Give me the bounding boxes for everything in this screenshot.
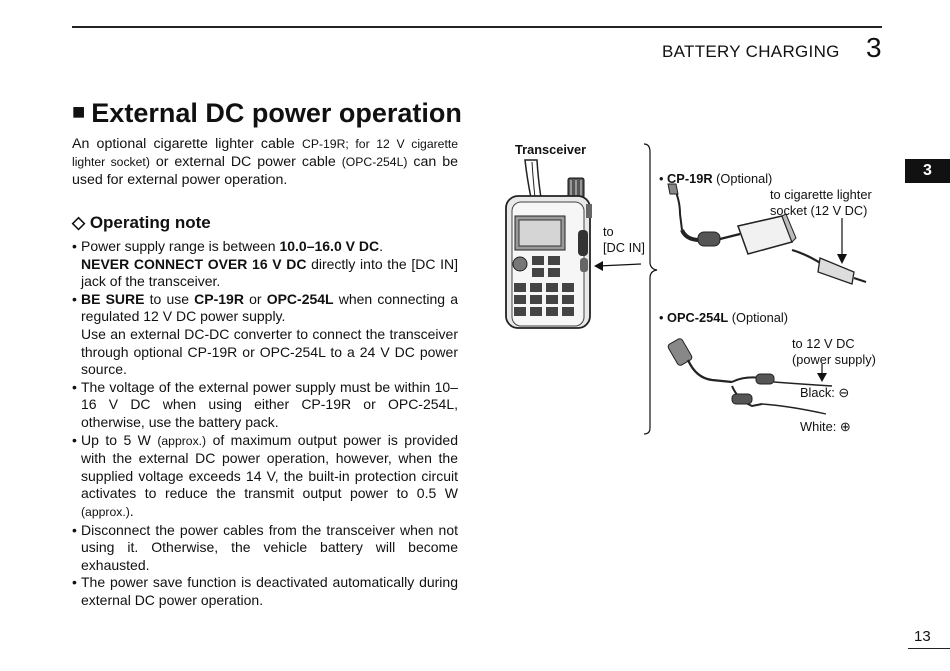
operating-note-heading: ◇ Operating note xyxy=(72,213,211,232)
white-wire-label: White: ⊕ xyxy=(800,419,851,434)
header-rule xyxy=(72,26,882,28)
footer-rule xyxy=(908,648,950,649)
list-item: Power supply range is between 10.0–16.0 … xyxy=(72,238,458,291)
list-item: BE SURE to use CP-19R or OPC-254L when c… xyxy=(72,291,458,379)
cp19r-label: • CP-19R (Optional) xyxy=(659,171,773,186)
opc254l-label: • OPC-254L (Optional) xyxy=(659,310,788,325)
supply-label-line1: to 12 V DC xyxy=(792,336,855,351)
lighter-label-line2: socket (12 V DC) xyxy=(770,203,868,218)
page-number: 13 xyxy=(914,628,931,645)
cp19r-cable-icon xyxy=(667,183,867,285)
bracket-line xyxy=(643,143,658,435)
list-item: Disconnect the power cables from the tra… xyxy=(72,522,458,575)
chapter-title: BATTERY CHARGING xyxy=(662,42,840,61)
transceiver-label: Transceiver xyxy=(515,142,587,157)
section-title: External DC power operation xyxy=(91,98,462,128)
diamond-icon: ◇ xyxy=(72,213,86,232)
operating-note-list: Power supply range is between 10.0–16.0 … xyxy=(72,238,458,609)
lighter-label-line1: to cigarette lighter xyxy=(770,187,872,202)
list-item: Up to 5 W (approx.) of maximum output po… xyxy=(72,432,458,522)
list-item: The voltage of the external power supply… xyxy=(72,379,458,432)
dc-in-label-line1: to xyxy=(603,224,614,239)
opc254l-cable-icon xyxy=(667,338,833,415)
dc-in-label-line2: [DC IN] xyxy=(603,240,645,255)
square-bullet-icon: ■ xyxy=(72,99,86,124)
diagram-artwork xyxy=(505,143,867,435)
transceiver-icon xyxy=(505,195,592,329)
black-wire-label: Black: ⊖ xyxy=(800,385,850,400)
chapter-side-tab: 3 xyxy=(905,159,950,183)
connection-diagram: Transceiver to [DC IN] • CP-19R (Optiona… xyxy=(500,138,900,448)
chapter-number: 3 xyxy=(866,32,882,63)
intro-paragraph: An optional cigarette lighter cable CP-1… xyxy=(72,136,458,188)
section-heading: ■External DC power operation xyxy=(72,98,462,129)
list-item: The power save function is deactivated a… xyxy=(72,574,458,609)
supply-label-line2: (power supply) xyxy=(792,352,876,367)
